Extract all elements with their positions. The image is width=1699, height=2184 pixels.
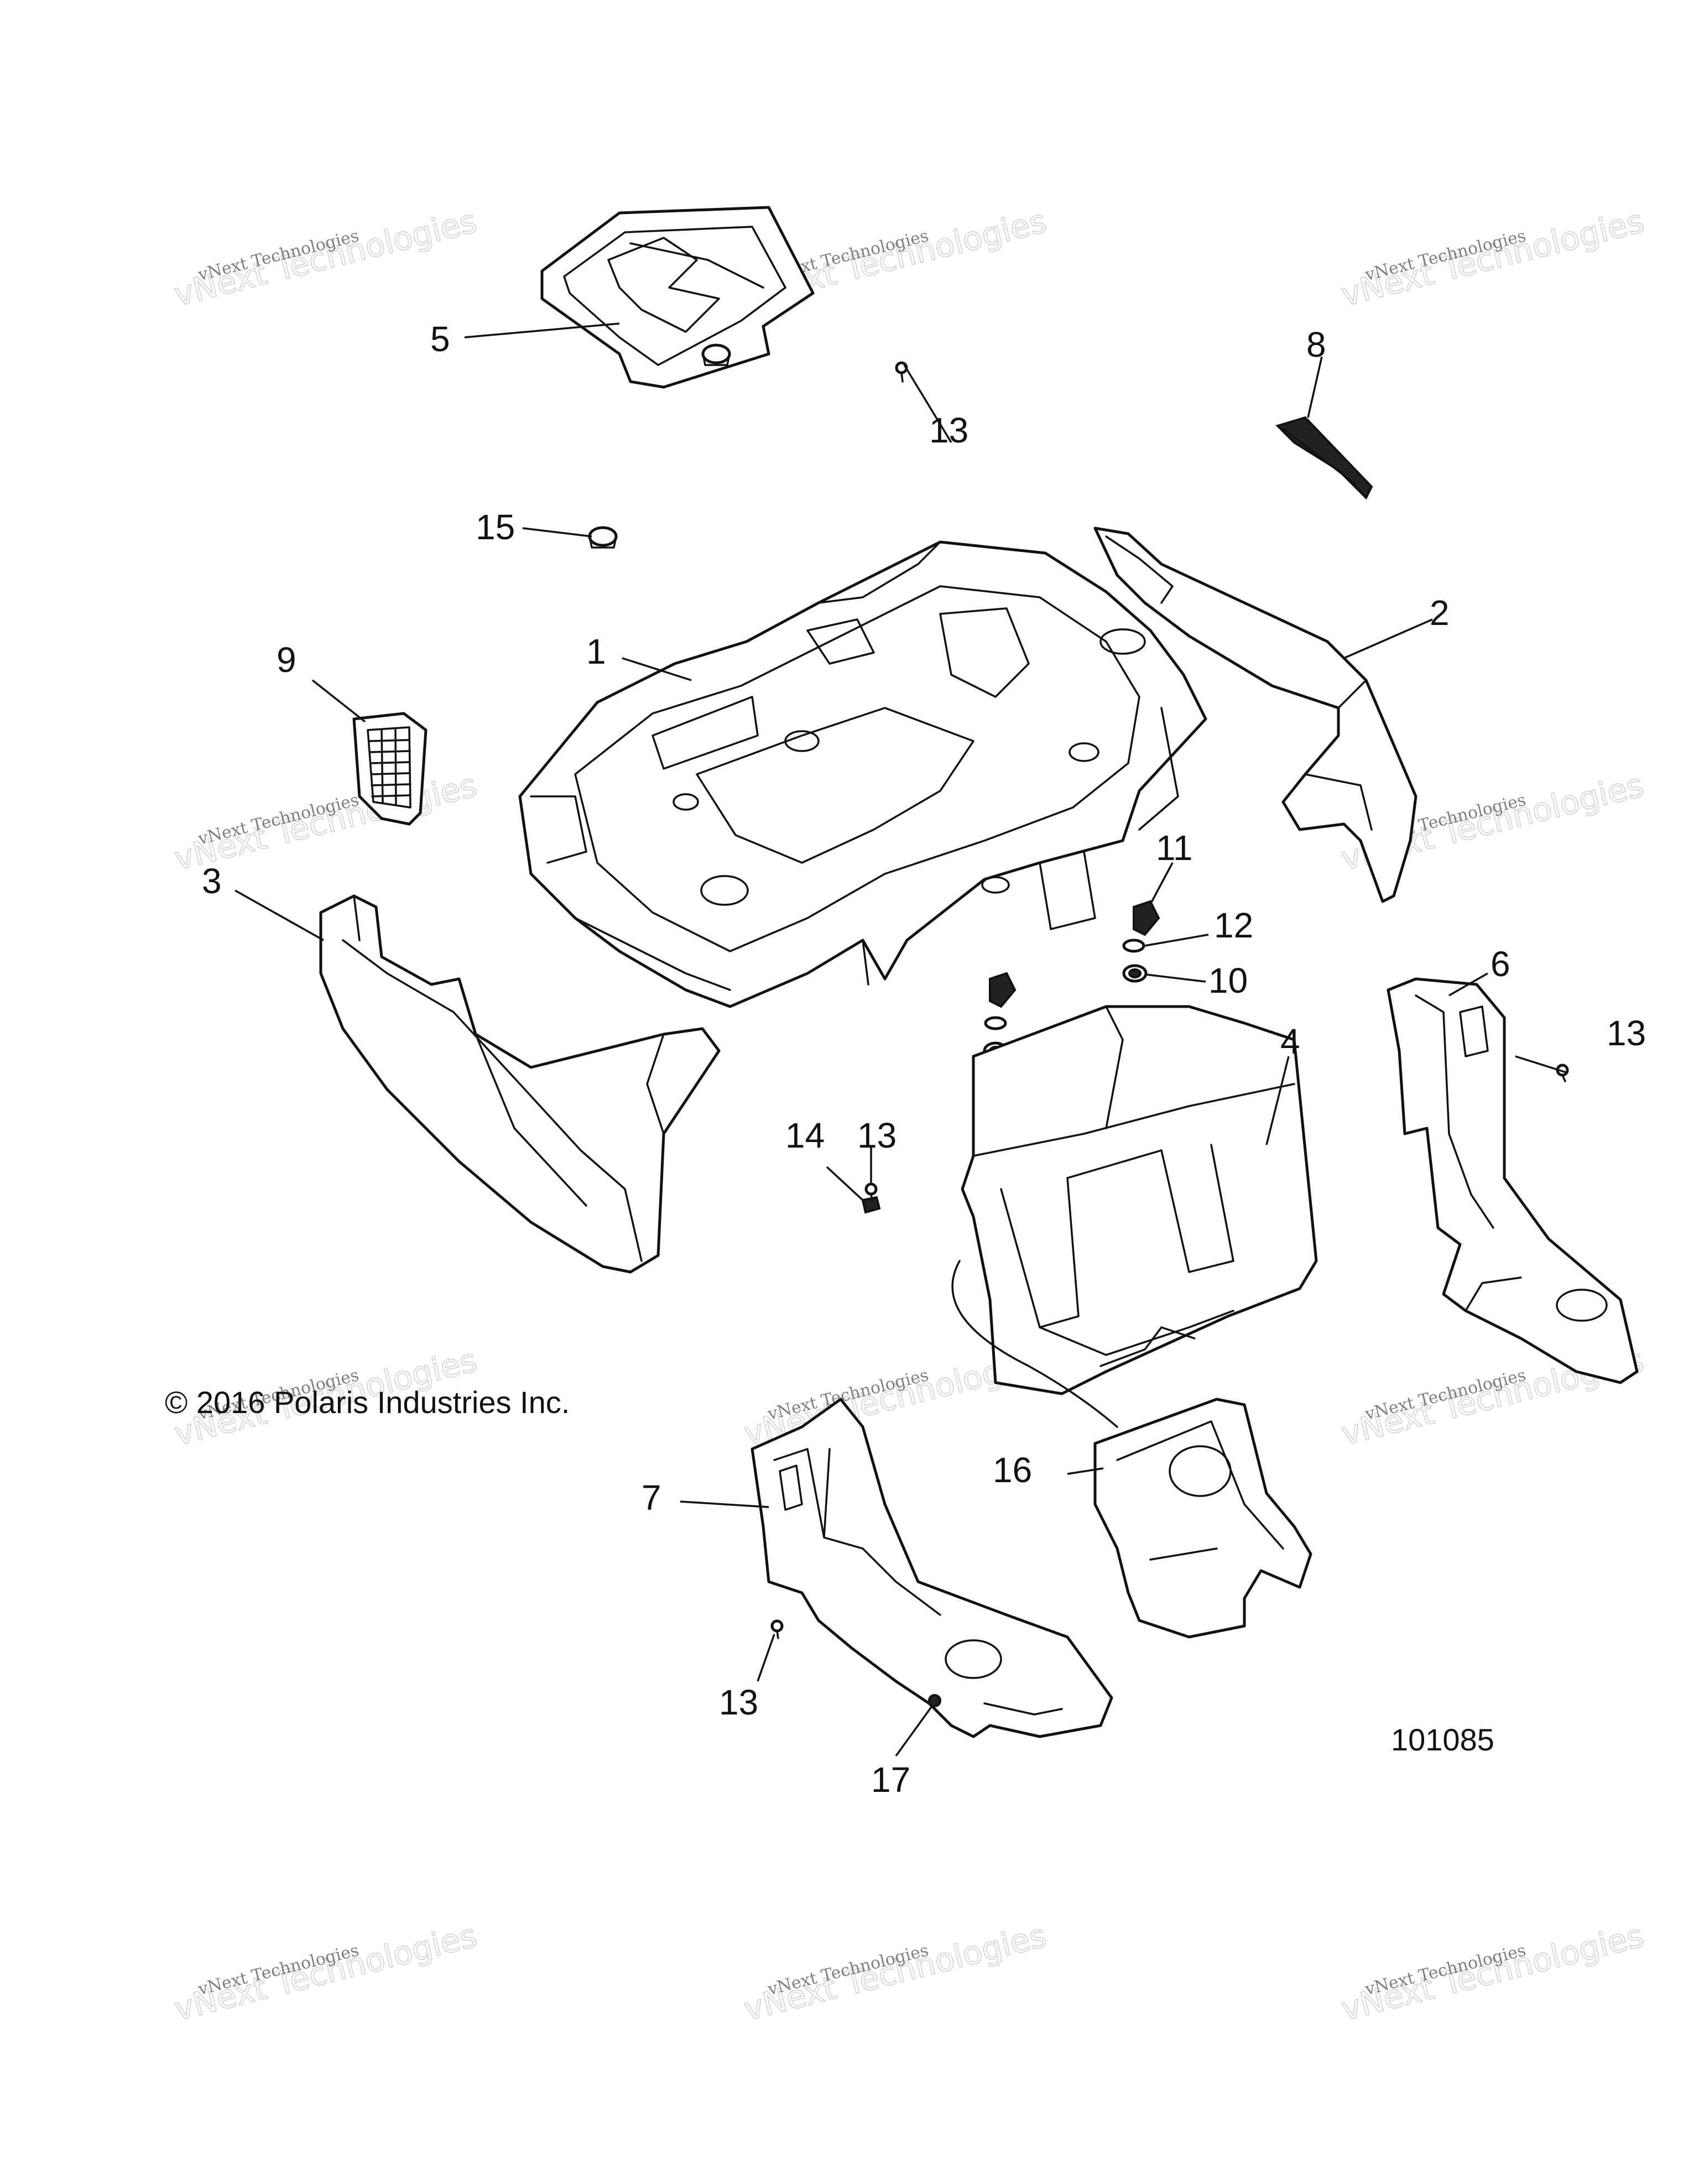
svg-text:vNext Technologies: vNext Technologies <box>740 1916 1050 2028</box>
callout-4: 4 <box>1280 1021 1300 1061</box>
callout-14: 14 <box>785 1116 825 1155</box>
svg-text:vNext Technologies: vNext Technologies <box>170 1916 480 2028</box>
part-9-vent-grille <box>352 712 428 826</box>
grommet <box>701 343 731 366</box>
callout-12: 12 <box>1214 905 1253 945</box>
callout-17: 17 <box>871 1760 910 1800</box>
callout-8: 8 <box>1306 325 1326 364</box>
callout-13-bottom: 13 <box>719 1682 758 1722</box>
callout-13-center: 13 <box>857 1116 897 1155</box>
copyright-notice: © 2016 Polaris Industries Inc. <box>165 1385 570 1420</box>
svg-text:vNext Technologies: vNext Technologies <box>1337 202 1647 314</box>
watermark: vNext Technologies vNext Technologies <box>1337 1916 1648 2029</box>
leader-lines <box>234 322 1568 1757</box>
svg-text:vNext Technologies: vNext Technologies <box>170 202 480 314</box>
clip <box>989 972 1017 1008</box>
callout-10: 10 <box>1208 961 1248 1000</box>
part-3-left-panel <box>319 894 721 1274</box>
callout-6: 6 <box>1490 944 1510 984</box>
part-4-storage-tray <box>951 1005 1318 1428</box>
part-13-screw-center <box>864 1182 878 1202</box>
part-2-right-panel <box>1093 527 1417 903</box>
watermark: vNext Technologies vNext Technologies <box>1337 201 1648 314</box>
figure-number: 101085 <box>1391 1722 1494 1757</box>
callout-5: 5 <box>430 319 450 359</box>
callout-13-right: 13 <box>1607 1013 1646 1053</box>
part-7-left-support <box>751 1398 1113 1738</box>
callout-7: 7 <box>642 1478 661 1518</box>
part-10-nut <box>1122 964 1148 983</box>
callout-3: 3 <box>202 861 222 901</box>
part-5-cover-mat <box>540 206 815 389</box>
part-1-cargo-bed <box>518 540 1207 1008</box>
svg-text:vNext Technologies: vNext Technologies <box>1337 1916 1647 2028</box>
part-13-screw-left <box>770 1619 784 1639</box>
callouts: 5 8 13 15 1 2 9 3 11 12 10 6 13 4 14 13 … <box>202 319 1646 1800</box>
callout-16: 16 <box>993 1450 1032 1490</box>
part-12-washer <box>1122 939 1145 953</box>
callout-13-top: 13 <box>929 410 968 450</box>
part-17-clip <box>928 1694 941 1707</box>
callout-15: 15 <box>476 507 515 547</box>
part-6-right-support <box>1387 977 1639 1384</box>
part-8-emblem <box>1275 416 1373 500</box>
watermark: vNext Technologies vNext Technologies <box>170 765 481 878</box>
part-11-clip <box>1133 900 1160 936</box>
callout-1: 1 <box>586 632 606 671</box>
part-15-grommet <box>588 526 618 549</box>
callout-9: 9 <box>277 640 296 680</box>
callout-11: 11 <box>1156 828 1192 868</box>
watermark: vNext Technologies vNext Technologies <box>739 1916 1050 2029</box>
washer <box>984 1016 1007 1030</box>
callout-2: 2 <box>1430 593 1450 633</box>
watermark: vNext Technologies vNext Technologies <box>170 201 481 314</box>
watermark: vNext Technologies vNext Technologies <box>170 1916 481 2029</box>
part-16-skid-panel <box>1093 1398 1312 1639</box>
